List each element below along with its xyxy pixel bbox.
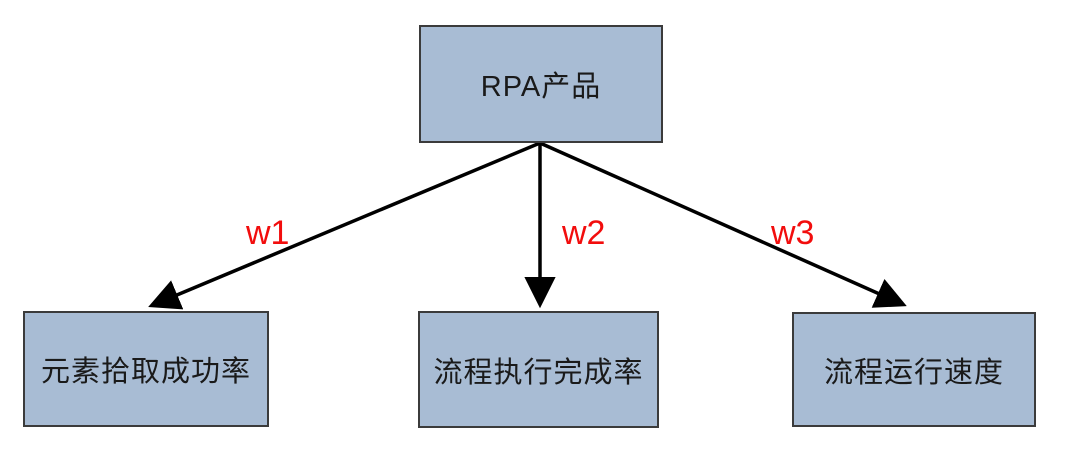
node-rpa-product: RPA产品 — [419, 25, 663, 143]
node-element-pickup-success-rate: 元素拾取成功率 — [23, 311, 269, 427]
node-process-execution-completion-rate-label: 流程执行完成率 — [433, 356, 644, 389]
node-element-pickup-success-rate-label: 元素拾取成功率 — [40, 356, 251, 388]
edge-weight-w1: w1 — [246, 214, 290, 252]
edge-root-to-right — [539, 141, 907, 308]
node-process-execution-completion-rate: 流程执行完成率 — [418, 311, 659, 428]
node-rpa-product-label: RPA产品 — [480, 71, 602, 103]
node-process-running-speed-label: 流程运行速度 — [823, 356, 1004, 389]
edge-weight-w2: w2 — [562, 214, 606, 252]
node-process-running-speed: 流程运行速度 — [792, 312, 1036, 427]
edge-weight-w3: w3 — [771, 214, 815, 252]
edge-root-to-left — [148, 141, 541, 310]
